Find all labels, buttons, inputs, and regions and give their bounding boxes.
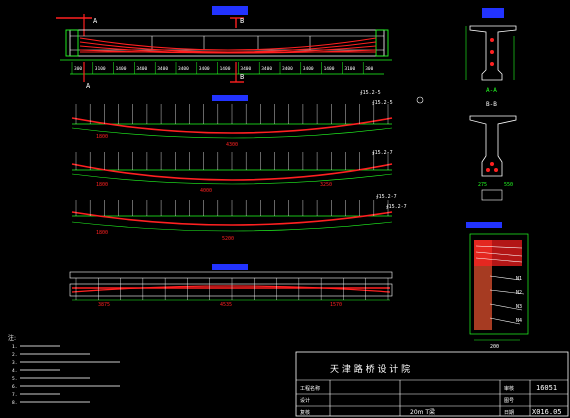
title-block-sheet: 16051 (536, 384, 557, 392)
strand-n1-curve (71, 117, 393, 134)
title-block-code: X016.05 (532, 408, 562, 416)
beam-outline (69, 29, 385, 57)
svg-text:200: 200 (490, 344, 499, 350)
section-bb-outline (469, 115, 517, 177)
section-bb-label: B-B (486, 101, 497, 108)
strand-callout-n3: ∮15.2-7 (376, 194, 397, 200)
strand-n2-curve (71, 163, 393, 181)
section-a-label-bottom: A (86, 82, 91, 90)
elevation-dim-label: 1400 (116, 66, 127, 72)
svg-text:N3: N3 (516, 304, 522, 310)
note-line: 1. (12, 344, 17, 350)
elevation-dim-label: 3400 (303, 66, 314, 72)
svg-text:550: 550 (504, 182, 513, 188)
strand-callout-n1: ∮15.2-5 (360, 90, 381, 96)
section-a-a: A-A (465, 8, 517, 94)
elevation-dim-label: 3400 (282, 66, 293, 72)
title-block-field: 复核 (300, 409, 310, 416)
svg-text:4300: 4300 (226, 142, 238, 148)
elevation-dim-label: 300 (365, 66, 373, 72)
section-b-label-top: B (240, 17, 244, 25)
elevation-dim-label: 3400 (136, 66, 147, 72)
svg-text:3875: 3875 (98, 302, 110, 308)
strand-n3-curve (71, 211, 393, 226)
title-block-field: 日期 (504, 410, 514, 416)
elevation-dim-label: 3400 (261, 66, 272, 72)
elevation-dim-label: 3400 (157, 66, 168, 72)
strand-callout-n1b: ∮15.2-5 (372, 100, 393, 106)
svg-text:N2: N2 (516, 290, 522, 296)
elevation-dim-label: 1400 (324, 66, 335, 72)
strand-plan: 3875 4535 1570 (69, 264, 393, 308)
elevation-dim-label: 3100 (344, 66, 355, 72)
svg-text:3250: 3250 (320, 182, 332, 188)
svg-text:1800: 1800 (96, 230, 108, 236)
title-block-field: 工程名称 (300, 385, 320, 392)
notes-block: 注: 1. 2. 3. 4. 5. 6. 7. 8. (8, 334, 120, 406)
notes-title: 注: (8, 334, 16, 342)
section-aa-outline (469, 25, 517, 81)
note-line: 3. (12, 360, 17, 366)
elevation-dim-label: 1400 (220, 66, 231, 72)
svg-text:275: 275 (478, 182, 487, 188)
note-line: 7. (12, 392, 17, 398)
elevation-dim-label: 3400 (178, 66, 189, 72)
strand-profile-n2: ∮15.2-7 1800 4000 3250 (71, 150, 393, 194)
section-a-label-top: A (93, 17, 98, 25)
strand-profile-n1: ∮15.2-5 ∮15.2-5 1800 4300 (71, 90, 424, 148)
section-b-b: B-B 275 550 (469, 101, 517, 201)
strand-callout-n2: ∮15.2-7 (372, 150, 393, 156)
tendon-bundle-elevation (79, 37, 377, 54)
elevation-dim-label: 300 (74, 66, 82, 72)
strand-profile-n3: ∮15.2-7 ∮15.2-7 1800 5200 (71, 194, 407, 242)
title-block: 天 津 路 桥 设 计 院 16051 X016.05 20m T梁 工程名称设… (295, 351, 569, 417)
elevation-dim-label: 3400 (199, 66, 210, 72)
section-b-label-bottom: B (240, 73, 244, 81)
svg-text:1800: 1800 (96, 134, 108, 140)
svg-text:N4: N4 (516, 318, 522, 324)
strand-callout-n3b: ∮15.2-7 (386, 204, 407, 210)
svg-text:1800: 1800 (96, 182, 108, 188)
svg-text:4000: 4000 (200, 188, 212, 194)
elevation-title-bar (212, 6, 248, 15)
title-block-project: 20m T梁 (410, 408, 435, 416)
note-line: 2. (12, 352, 17, 358)
note-line: 6. (12, 384, 17, 390)
elevation-dim-label: 3400 (240, 66, 251, 72)
note-line: 8. (12, 400, 17, 406)
title-block-field: 审核 (504, 385, 514, 392)
svg-text:1570: 1570 (330, 302, 342, 308)
elevation-dimension-row: 300 3100 1400 3400 3400 3400 3400 1400 3400 3400 3… (71, 62, 374, 74)
note-line: 5. (12, 376, 17, 382)
title-block-field: 设计 (300, 397, 310, 404)
svg-text:N1: N1 (516, 276, 522, 282)
title-block-field: 图号 (504, 398, 514, 404)
svg-text:5200: 5200 (222, 236, 234, 242)
anchor-detail: N1 N2 N3 N4 200 (466, 222, 529, 350)
note-line: 4. (12, 368, 17, 374)
elevation-dim-label: 3100 (95, 66, 106, 72)
title-block-org: 天 津 路 桥 设 计 院 (330, 363, 410, 375)
svg-text:4535: 4535 (220, 302, 232, 308)
section-aa-label: A-A (486, 87, 497, 94)
